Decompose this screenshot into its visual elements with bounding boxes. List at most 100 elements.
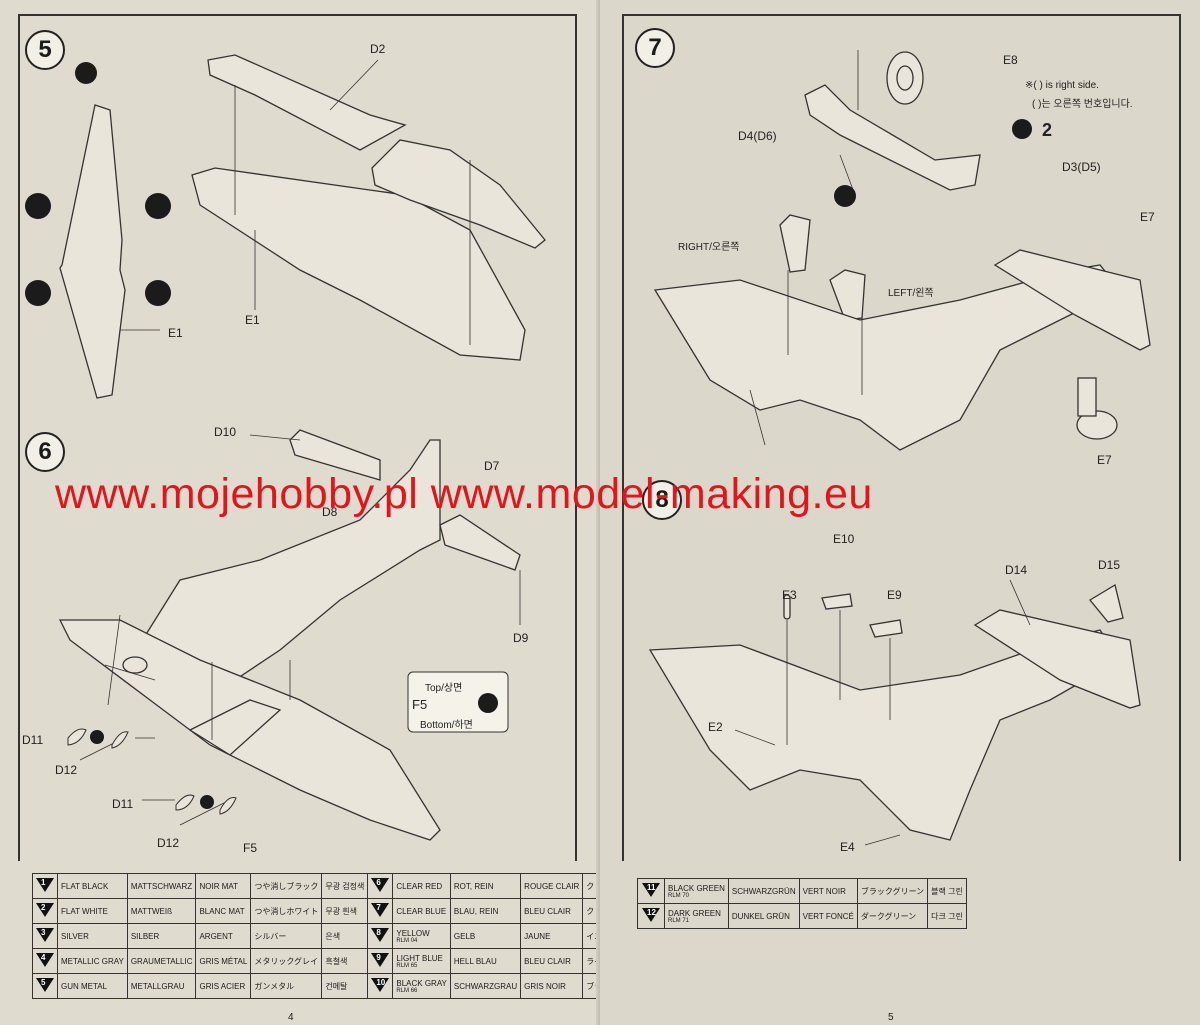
part-label-d11: D11 bbox=[112, 797, 134, 811]
tail-strut-part bbox=[1077, 377, 1097, 417]
paint-name-german: ROT, REIN bbox=[449, 873, 522, 899]
glue-point-icon bbox=[25, 280, 51, 306]
wing-underside-part bbox=[188, 699, 282, 756]
step-7-number: 7 bbox=[635, 28, 675, 68]
paint-name-french: BLANC MAT bbox=[195, 898, 252, 924]
part-label-e9: E9 bbox=[887, 588, 902, 602]
part-label-e7: E7 bbox=[1140, 210, 1155, 224]
part-label-d4: D4(D6) bbox=[738, 129, 777, 143]
paint-name-french: BLEU CLAIR bbox=[520, 948, 584, 974]
paint-name-korean: 다크 그린 bbox=[927, 903, 967, 929]
outer-wing-part bbox=[371, 139, 546, 249]
part-label-d9: D9 bbox=[513, 631, 529, 645]
flap-part bbox=[439, 514, 521, 571]
paint-name-german: GRAUMETALLIC bbox=[126, 948, 197, 974]
step-5-wing-diagram bbox=[25, 54, 546, 399]
callout-part-label: F5 bbox=[412, 697, 428, 712]
paint-name-japanese: ガンメタル bbox=[250, 973, 323, 999]
part-label-e1: E1 bbox=[245, 313, 260, 327]
part-label-e3: E3 bbox=[782, 588, 797, 602]
paint-number: 9 bbox=[367, 948, 394, 974]
step-6-number: 6 bbox=[25, 432, 65, 472]
paint-number: 5 bbox=[32, 973, 58, 999]
paint-name-english: SILVER bbox=[57, 923, 128, 949]
part-label-d12: D12 bbox=[157, 836, 180, 850]
tailplane-part bbox=[59, 104, 126, 399]
paint-name-german: METALLGRAU bbox=[126, 973, 197, 999]
d15-part bbox=[1089, 583, 1124, 623]
step-6-fuselage-diagram bbox=[58, 429, 521, 841]
caution-icon bbox=[200, 795, 214, 809]
website-watermark: www.mojehobby.pl www.model-making.eu bbox=[55, 470, 873, 518]
page-number: 5 bbox=[888, 1012, 894, 1023]
part-label-e4: E4 bbox=[840, 840, 855, 854]
paint-name-german: SILBER bbox=[126, 923, 197, 949]
caution-icon bbox=[90, 730, 104, 744]
spinner-part bbox=[122, 656, 148, 674]
paint-name-japanese: シルバー bbox=[250, 923, 323, 949]
paint-name-german: SCHWARZGRÜN bbox=[727, 878, 800, 904]
paint-number: 12 bbox=[637, 903, 665, 929]
part-label-e1: E1 bbox=[168, 326, 183, 340]
paint-name-french: VERT FONCÉ bbox=[798, 903, 858, 929]
paint-rlm-code: RLM 71 bbox=[668, 917, 690, 924]
part-label-f5: F5 bbox=[243, 841, 258, 855]
part-label-e7: E7 bbox=[1097, 453, 1112, 467]
glue-count: 2 bbox=[1042, 120, 1053, 140]
paint-name-korean: 블랙 그린 bbox=[927, 878, 967, 904]
page-number: 4 bbox=[288, 1012, 294, 1023]
fuselage-wing-part bbox=[648, 629, 1121, 841]
right-side-label: RIGHT/오른쪽 bbox=[678, 242, 740, 253]
part-label-e10: E10 bbox=[833, 532, 855, 546]
flap-part bbox=[289, 429, 381, 481]
d12-part bbox=[219, 797, 237, 815]
paint-name-english: GUN METAL bbox=[57, 973, 128, 999]
page-frame-left bbox=[18, 14, 577, 861]
paint-name-german: MATTSCHWARZ bbox=[126, 873, 197, 899]
glue-point-icon bbox=[145, 193, 171, 219]
part-label-d15: D15 bbox=[1098, 558, 1121, 572]
paint-name-german: SCHWARZGRAU bbox=[449, 973, 522, 999]
upper-wing-part bbox=[207, 54, 407, 151]
glue-point-icon bbox=[145, 280, 171, 306]
paint-name-japanese: つや消しブラック bbox=[250, 873, 323, 899]
step-7-landing-gear-diagram bbox=[653, 50, 1151, 451]
glue-icon bbox=[75, 62, 97, 84]
paint-name-japanese: ブラックグリーン bbox=[856, 878, 929, 904]
tail-wheel-part bbox=[1076, 410, 1118, 440]
paint-name-korean: 흑철색 bbox=[321, 948, 369, 974]
paint-name-german: BLAU, REIN bbox=[449, 898, 522, 924]
paint-rlm-code: RLM 70 bbox=[668, 892, 690, 899]
step-5-number: 5 bbox=[25, 30, 65, 70]
paint-name-english: FLAT WHITE bbox=[57, 898, 128, 924]
paint-number: 6 bbox=[367, 873, 394, 899]
part-label-d14: D14 bbox=[1005, 563, 1028, 577]
cut-icon bbox=[834, 185, 856, 207]
paint-name-french: GRIS ACIER bbox=[195, 973, 252, 999]
f5-callout-box bbox=[407, 671, 509, 733]
paint-name-german: MATTWEIß bbox=[126, 898, 197, 924]
callout-bottom-label: Bottom/하면 bbox=[420, 720, 473, 731]
fuselage-wing-part bbox=[653, 264, 1122, 451]
part-label-d11: D11 bbox=[22, 733, 44, 747]
part-label-d7: D7 bbox=[484, 459, 500, 473]
step-8-number: 8 bbox=[642, 480, 682, 520]
paint-number: 1 bbox=[32, 873, 58, 899]
left-side-label: LEFT/왼쪽 bbox=[888, 288, 934, 299]
part-label-d10: D10 bbox=[214, 425, 237, 439]
paint-name-german: GELB bbox=[449, 923, 522, 949]
gear-leg-part bbox=[804, 84, 981, 191]
paint-number: 11 bbox=[637, 878, 665, 904]
part-label-d2: D2 bbox=[370, 42, 386, 56]
paint-rlm-code: RLM 65 bbox=[396, 962, 418, 969]
paint-name-japanese: メタリックグレイ bbox=[250, 948, 323, 974]
